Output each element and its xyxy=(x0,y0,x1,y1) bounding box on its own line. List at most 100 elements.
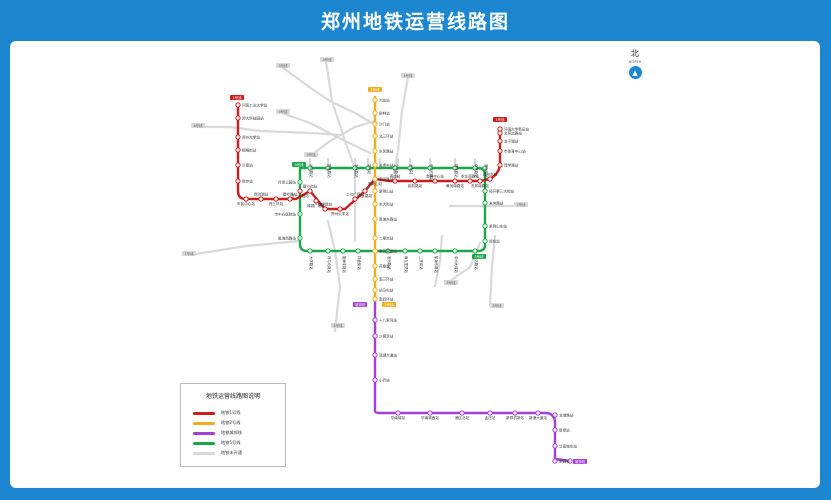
station-label: 黄河路站 xyxy=(379,176,394,181)
line1-station[interactable] xyxy=(497,162,503,168)
line2-station[interactable] xyxy=(372,287,378,293)
line5-station[interactable] xyxy=(340,248,346,254)
line5-station[interactable] xyxy=(392,165,398,171)
line5-station[interactable] xyxy=(307,248,313,254)
line2-station[interactable] xyxy=(372,121,378,127)
chengjiao-station[interactable] xyxy=(552,443,558,449)
line5-station[interactable] xyxy=(472,165,478,171)
line1-station[interactable] xyxy=(235,102,241,108)
line5-station[interactable] xyxy=(402,248,408,254)
chengjiao-station[interactable] xyxy=(372,377,378,383)
line5-station[interactable] xyxy=(297,211,303,217)
line1-station[interactable] xyxy=(412,178,418,184)
chengjiao-station[interactable] xyxy=(372,333,378,339)
line2-station[interactable] xyxy=(372,296,378,302)
line2-station[interactable] xyxy=(372,263,378,269)
chengjiao-station[interactable] xyxy=(512,410,518,416)
line5-station[interactable] xyxy=(325,165,331,171)
chengjiao-station[interactable] xyxy=(372,317,378,323)
station-label: 市中心医院站 xyxy=(274,211,296,216)
line5-station[interactable] xyxy=(307,165,313,171)
line5-station[interactable] xyxy=(427,165,433,171)
chengjiao-station[interactable] xyxy=(395,410,401,416)
line1-station[interactable] xyxy=(235,178,241,184)
line2-station[interactable] xyxy=(372,176,378,182)
line1-station[interactable] xyxy=(297,188,303,194)
line1-station[interactable] xyxy=(432,178,438,184)
line5-station[interactable] xyxy=(482,238,488,244)
line5-station[interactable] xyxy=(417,248,423,254)
line1-swatch xyxy=(193,411,215,415)
planned-tag-label: 8号线 xyxy=(447,280,457,285)
chengjiao-station[interactable] xyxy=(487,410,493,416)
line5-station[interactable] xyxy=(472,248,478,254)
line2-station[interactable] xyxy=(372,188,378,194)
line1-station[interactable] xyxy=(287,196,293,202)
chengjiao-station[interactable] xyxy=(459,410,465,416)
line1-station[interactable] xyxy=(337,206,343,212)
line1-station[interactable] xyxy=(467,178,473,184)
line1-station[interactable] xyxy=(497,126,503,132)
line5-station[interactable] xyxy=(482,165,488,171)
legend-item-line1: 地铁1号线 xyxy=(193,410,240,416)
line5-station[interactable] xyxy=(325,248,331,254)
line1-station[interactable] xyxy=(235,162,241,168)
line2-station[interactable] xyxy=(372,235,378,241)
line2-station[interactable] xyxy=(372,248,378,254)
line1-station[interactable] xyxy=(322,206,328,212)
line1-station[interactable] xyxy=(452,178,458,184)
line2-station[interactable] xyxy=(372,148,378,154)
line1-station[interactable] xyxy=(243,196,249,202)
line1-station[interactable] xyxy=(497,148,503,154)
line1-station[interactable] xyxy=(235,115,241,121)
chengjiao-station[interactable] xyxy=(427,410,433,416)
line5-station[interactable] xyxy=(432,248,438,254)
line2-station[interactable] xyxy=(372,133,378,139)
line5-station[interactable] xyxy=(482,188,488,194)
station-label: 新港大道站 xyxy=(529,415,547,420)
planned-tag-label: 3号线 xyxy=(323,57,333,62)
station-label: 南四环站 xyxy=(379,296,394,301)
line5-station[interactable] xyxy=(365,165,371,171)
line1-station[interactable] xyxy=(258,196,264,202)
line2-station[interactable] xyxy=(372,201,378,207)
subway-map[interactable]: 河南工业大学站郑大科技园站郑州大学站梧桐街站兰寨站铁炉站市民中心站西流湖站西三环… xyxy=(10,41,820,488)
line2-station[interactable] xyxy=(372,162,378,168)
line5-station[interactable] xyxy=(355,248,361,254)
line5-station[interactable] xyxy=(407,165,413,171)
line2-station[interactable] xyxy=(372,97,378,103)
line1-station[interactable] xyxy=(307,188,313,194)
chengjiao-terminal[interactable] xyxy=(567,458,573,464)
line1-station[interactable] xyxy=(235,134,241,140)
station-label: 十八里河站 xyxy=(379,317,397,322)
line1-station[interactable] xyxy=(273,196,279,202)
line1-station[interactable] xyxy=(362,188,368,194)
chengjiao-station[interactable] xyxy=(535,410,541,416)
line5-station[interactable] xyxy=(482,223,488,229)
line5-station[interactable] xyxy=(385,248,391,254)
line1-station[interactable] xyxy=(392,178,398,184)
chengjiao-station[interactable] xyxy=(552,412,558,418)
chengjiao-station[interactable] xyxy=(552,458,558,464)
line2-station[interactable] xyxy=(372,276,378,282)
line1-station[interactable] xyxy=(352,196,358,202)
line1-station[interactable] xyxy=(235,147,241,153)
line1-station[interactable] xyxy=(477,178,483,184)
chengjiao-station[interactable] xyxy=(372,352,378,358)
line5-station[interactable] xyxy=(482,200,488,206)
line5-station[interactable] xyxy=(297,235,303,241)
line1-station[interactable] xyxy=(487,176,493,182)
line2-north-tag xyxy=(368,87,382,92)
line2-swatch xyxy=(193,421,215,425)
line1-station[interactable] xyxy=(313,198,319,204)
chengjiao-station[interactable] xyxy=(552,427,558,433)
line5-station[interactable] xyxy=(297,179,303,185)
station-label: 关虎屯站 xyxy=(379,162,394,167)
line1-station[interactable] xyxy=(497,138,503,144)
line2-station[interactable] xyxy=(372,110,378,116)
line5-station[interactable] xyxy=(452,248,458,254)
line5-station[interactable] xyxy=(352,165,358,171)
line2-station[interactable] xyxy=(372,216,378,222)
line5-se-tag-label: 5号线 xyxy=(475,254,485,259)
line5-station[interactable] xyxy=(452,165,458,171)
